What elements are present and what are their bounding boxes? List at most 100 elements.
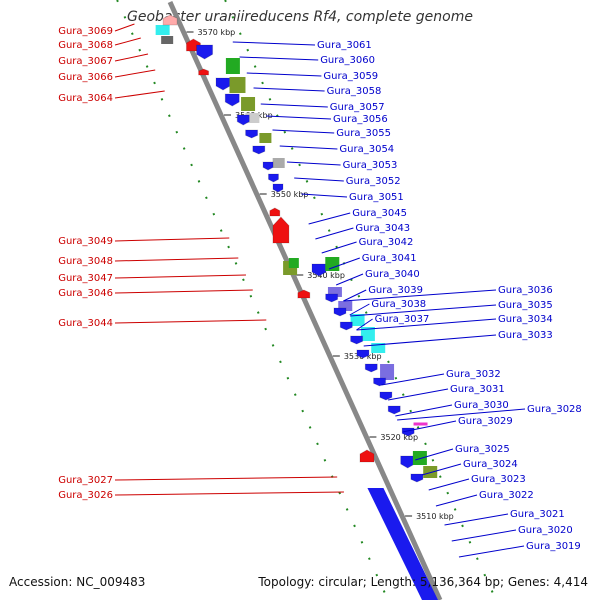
label-leader — [315, 227, 354, 240]
label-leader — [387, 388, 449, 401]
label-leader — [294, 177, 344, 182]
gene-arrow — [339, 321, 353, 331]
gene-label: Gura_3047 — [58, 273, 113, 284]
label-leader — [356, 318, 497, 331]
label-leader — [114, 319, 267, 324]
tick-label: 3550 kbp — [271, 190, 309, 199]
gene-long — [367, 488, 438, 600]
genome-backbone — [167, 0, 443, 600]
label-leader — [232, 41, 316, 46]
gene-label: Gura_3066 — [58, 72, 113, 83]
gene-arrow — [333, 307, 347, 317]
gene-label: Gura_3035 — [498, 300, 553, 311]
gene-label: Gura_3056 — [333, 114, 388, 125]
label-leader — [444, 513, 509, 526]
gene-label: Gura_3068 — [58, 40, 113, 51]
tick-label: 3520 kbp — [380, 433, 418, 442]
gene-arrow — [162, 14, 178, 26]
gene-label: Gura_3061 — [317, 40, 372, 51]
gene-box — [360, 327, 375, 341]
label-leader — [260, 103, 328, 108]
gene-arrow — [400, 455, 416, 469]
accession-text: Accession: NC_009483 — [9, 575, 146, 589]
label-leader — [343, 289, 367, 302]
gene-label: Gura_3064 — [58, 93, 113, 104]
map-title: Geobacter uraniireducens Rf4, complete g… — [127, 9, 473, 25]
label-leader — [239, 56, 319, 61]
gene-label: Gura_3045 — [352, 208, 407, 219]
label-leader — [350, 304, 497, 317]
label-leader — [402, 420, 457, 433]
gene-label: Gura_3057 — [330, 102, 385, 113]
label-leader — [435, 494, 478, 507]
label-leader — [114, 476, 338, 481]
gene-arrow — [196, 44, 214, 60]
gene-label: Gura_3032 — [446, 369, 501, 380]
label-leader — [114, 289, 253, 294]
gene-box — [155, 25, 170, 35]
label-leader — [356, 318, 373, 331]
label-leader — [451, 529, 517, 542]
gene-label: Gura_3044 — [58, 318, 113, 329]
gene-label: Gura_3046 — [58, 288, 113, 299]
gene-arrow — [236, 114, 250, 126]
gene-arrow — [252, 145, 266, 155]
gene-label: Gura_3052 — [346, 176, 401, 187]
label-leader — [114, 53, 149, 62]
gene-label: Gura_3031 — [450, 384, 505, 395]
gene-label: Gura_3067 — [58, 56, 113, 67]
gene-label: Gura_3055 — [336, 128, 391, 139]
label-leader — [363, 334, 497, 347]
gene-box — [423, 466, 438, 478]
label-leader — [114, 69, 156, 78]
gene-arrow — [379, 391, 393, 401]
gene-label: Gura_3040 — [365, 269, 420, 280]
gene-arrow — [325, 293, 339, 303]
label-leader — [253, 87, 325, 92]
gene-box — [259, 133, 272, 143]
gene-arrow — [262, 161, 274, 171]
gene-label: Gura_3053 — [343, 160, 398, 171]
label-leader — [272, 129, 335, 134]
label-leader — [301, 193, 348, 198]
label-leader — [321, 241, 357, 254]
gene-box — [350, 314, 365, 326]
gene-label: Gura_3058 — [327, 86, 382, 97]
label-leader — [308, 212, 351, 225]
gene-label: Gura_3069 — [58, 26, 113, 37]
label-leader — [114, 237, 230, 242]
label-leader-lines — [114, 23, 526, 558]
gene-box — [225, 58, 240, 74]
gene-arrow — [356, 349, 370, 359]
gene-arrow — [245, 129, 259, 139]
gene-label: Gura_3030 — [454, 400, 509, 411]
gene-label: Gura_3034 — [498, 314, 553, 325]
gene-label: Gura_3049 — [58, 236, 113, 247]
gene-arrow — [198, 68, 210, 76]
gene-label: Gura_3048 — [58, 256, 113, 267]
gene-label: Gura_3020 — [518, 525, 573, 536]
label-leader — [114, 90, 165, 99]
dotted-track-outer — [224, 0, 497, 600]
label-leader — [349, 303, 370, 316]
gene-label: Gura_3060 — [320, 55, 375, 66]
gene-box — [380, 364, 395, 380]
label-leader — [266, 115, 332, 120]
gene-label: Gura_3059 — [323, 71, 378, 82]
gene-label: Gura_3051 — [349, 192, 404, 203]
gene-label: Gura_3033 — [498, 330, 553, 341]
gene-box — [229, 77, 246, 93]
gene-arrow — [410, 473, 424, 483]
label-leader — [114, 257, 239, 262]
gene-label: Gura_3026 — [58, 490, 113, 501]
gene-label: Gura_3037 — [375, 314, 430, 325]
label-leader — [246, 72, 322, 77]
gene-label: Gura_3024 — [463, 459, 518, 470]
label-leader — [114, 37, 141, 46]
gene-arrow — [311, 263, 327, 277]
gene-box — [338, 301, 353, 311]
gene-box — [161, 36, 174, 44]
gene-label: Gura_3038 — [371, 299, 426, 310]
gene-arrow — [224, 93, 240, 107]
